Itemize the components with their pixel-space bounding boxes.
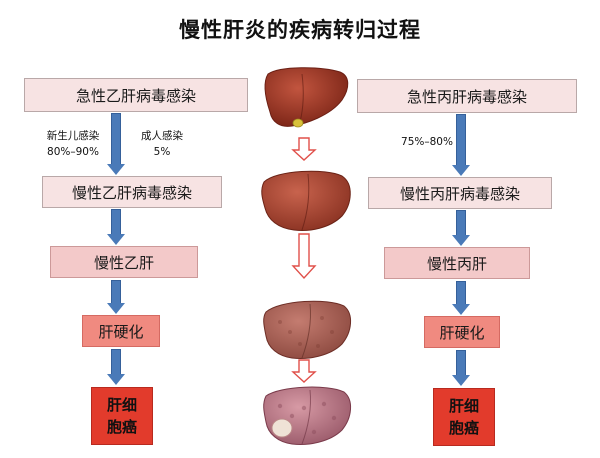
right-chronic-hcv-infection-label: 慢性丙肝病毒感染 — [399, 184, 520, 203]
right-hcc-line1: 肝细 — [448, 397, 479, 415]
stage-arrow-3 — [291, 359, 317, 383]
left-chronic-hbv-infection-box: 慢性乙肝病毒感染 — [42, 176, 222, 208]
right-pct-note: 75%–80% — [401, 136, 453, 148]
left-cirrhosis-label: 肝硬化 — [98, 322, 144, 341]
left-arrow-2 — [107, 209, 125, 245]
healthy-liver-icon — [264, 67, 349, 128]
left-arrow-4 — [107, 349, 125, 385]
left-acute-hbv-box: 急性乙肝病毒感染 — [24, 78, 248, 112]
right-chronic-hepatitis-c-label: 慢性丙肝 — [426, 254, 487, 273]
right-acute-hcv-label: 急性丙肝病毒感染 — [406, 87, 527, 106]
left-arrow-3 — [107, 280, 125, 314]
left-adult-note: 成人感染 5% — [132, 128, 192, 160]
right-arrow-1 — [452, 114, 470, 176]
right-hcc-line2: 胞癌 — [448, 419, 479, 437]
diagram-title: 慢性肝炎的疾病转归过程 — [179, 17, 421, 42]
right-cirrhosis-label: 肝硬化 — [439, 323, 485, 342]
adult-label: 成人感染 — [141, 130, 183, 142]
left-chronic-hepatitis-b-box: 慢性乙肝 — [50, 246, 198, 278]
right-arrow-4 — [452, 350, 470, 386]
left-hcc-box: 肝细 胞癌 — [91, 387, 153, 445]
left-chronic-hbv-infection-label: 慢性乙肝病毒感染 — [71, 183, 192, 202]
stage-arrow-2 — [291, 233, 317, 280]
right-chronic-hcv-infection-box: 慢性丙肝病毒感染 — [368, 177, 552, 209]
left-acute-hbv-label: 急性乙肝病毒感染 — [75, 86, 196, 105]
right-hcc-box: 肝细 胞癌 — [433, 388, 495, 446]
left-hcc-line2: 胞癌 — [106, 418, 137, 436]
adult-pct: 5% — [153, 146, 171, 158]
fatty-liver-icon — [261, 170, 351, 231]
right-chronic-hepatitis-c-box: 慢性丙肝 — [384, 247, 530, 279]
left-newborn-note: 新生儿感染 80%–90% — [28, 128, 118, 160]
cirrhotic-liver-icon — [263, 386, 351, 445]
left-cirrhosis-box: 肝硬化 — [82, 315, 160, 347]
left-chronic-hepatitis-b-label: 慢性乙肝 — [93, 253, 154, 272]
newborn-label: 新生儿感染 — [46, 130, 100, 142]
fibrotic-liver-icon — [263, 300, 351, 359]
newborn-pct: 80%–90% — [47, 146, 99, 158]
right-cirrhosis-box: 肝硬化 — [424, 316, 500, 348]
right-acute-hcv-box: 急性丙肝病毒感染 — [357, 79, 577, 113]
left-arrow-1 — [107, 113, 125, 175]
liver-progression-column — [261, 67, 351, 445]
left-hcc-line1: 肝细 — [106, 396, 137, 414]
right-arrow-2 — [452, 210, 470, 246]
stage-arrow-1 — [291, 137, 317, 161]
right-arrow-3 — [452, 281, 470, 315]
